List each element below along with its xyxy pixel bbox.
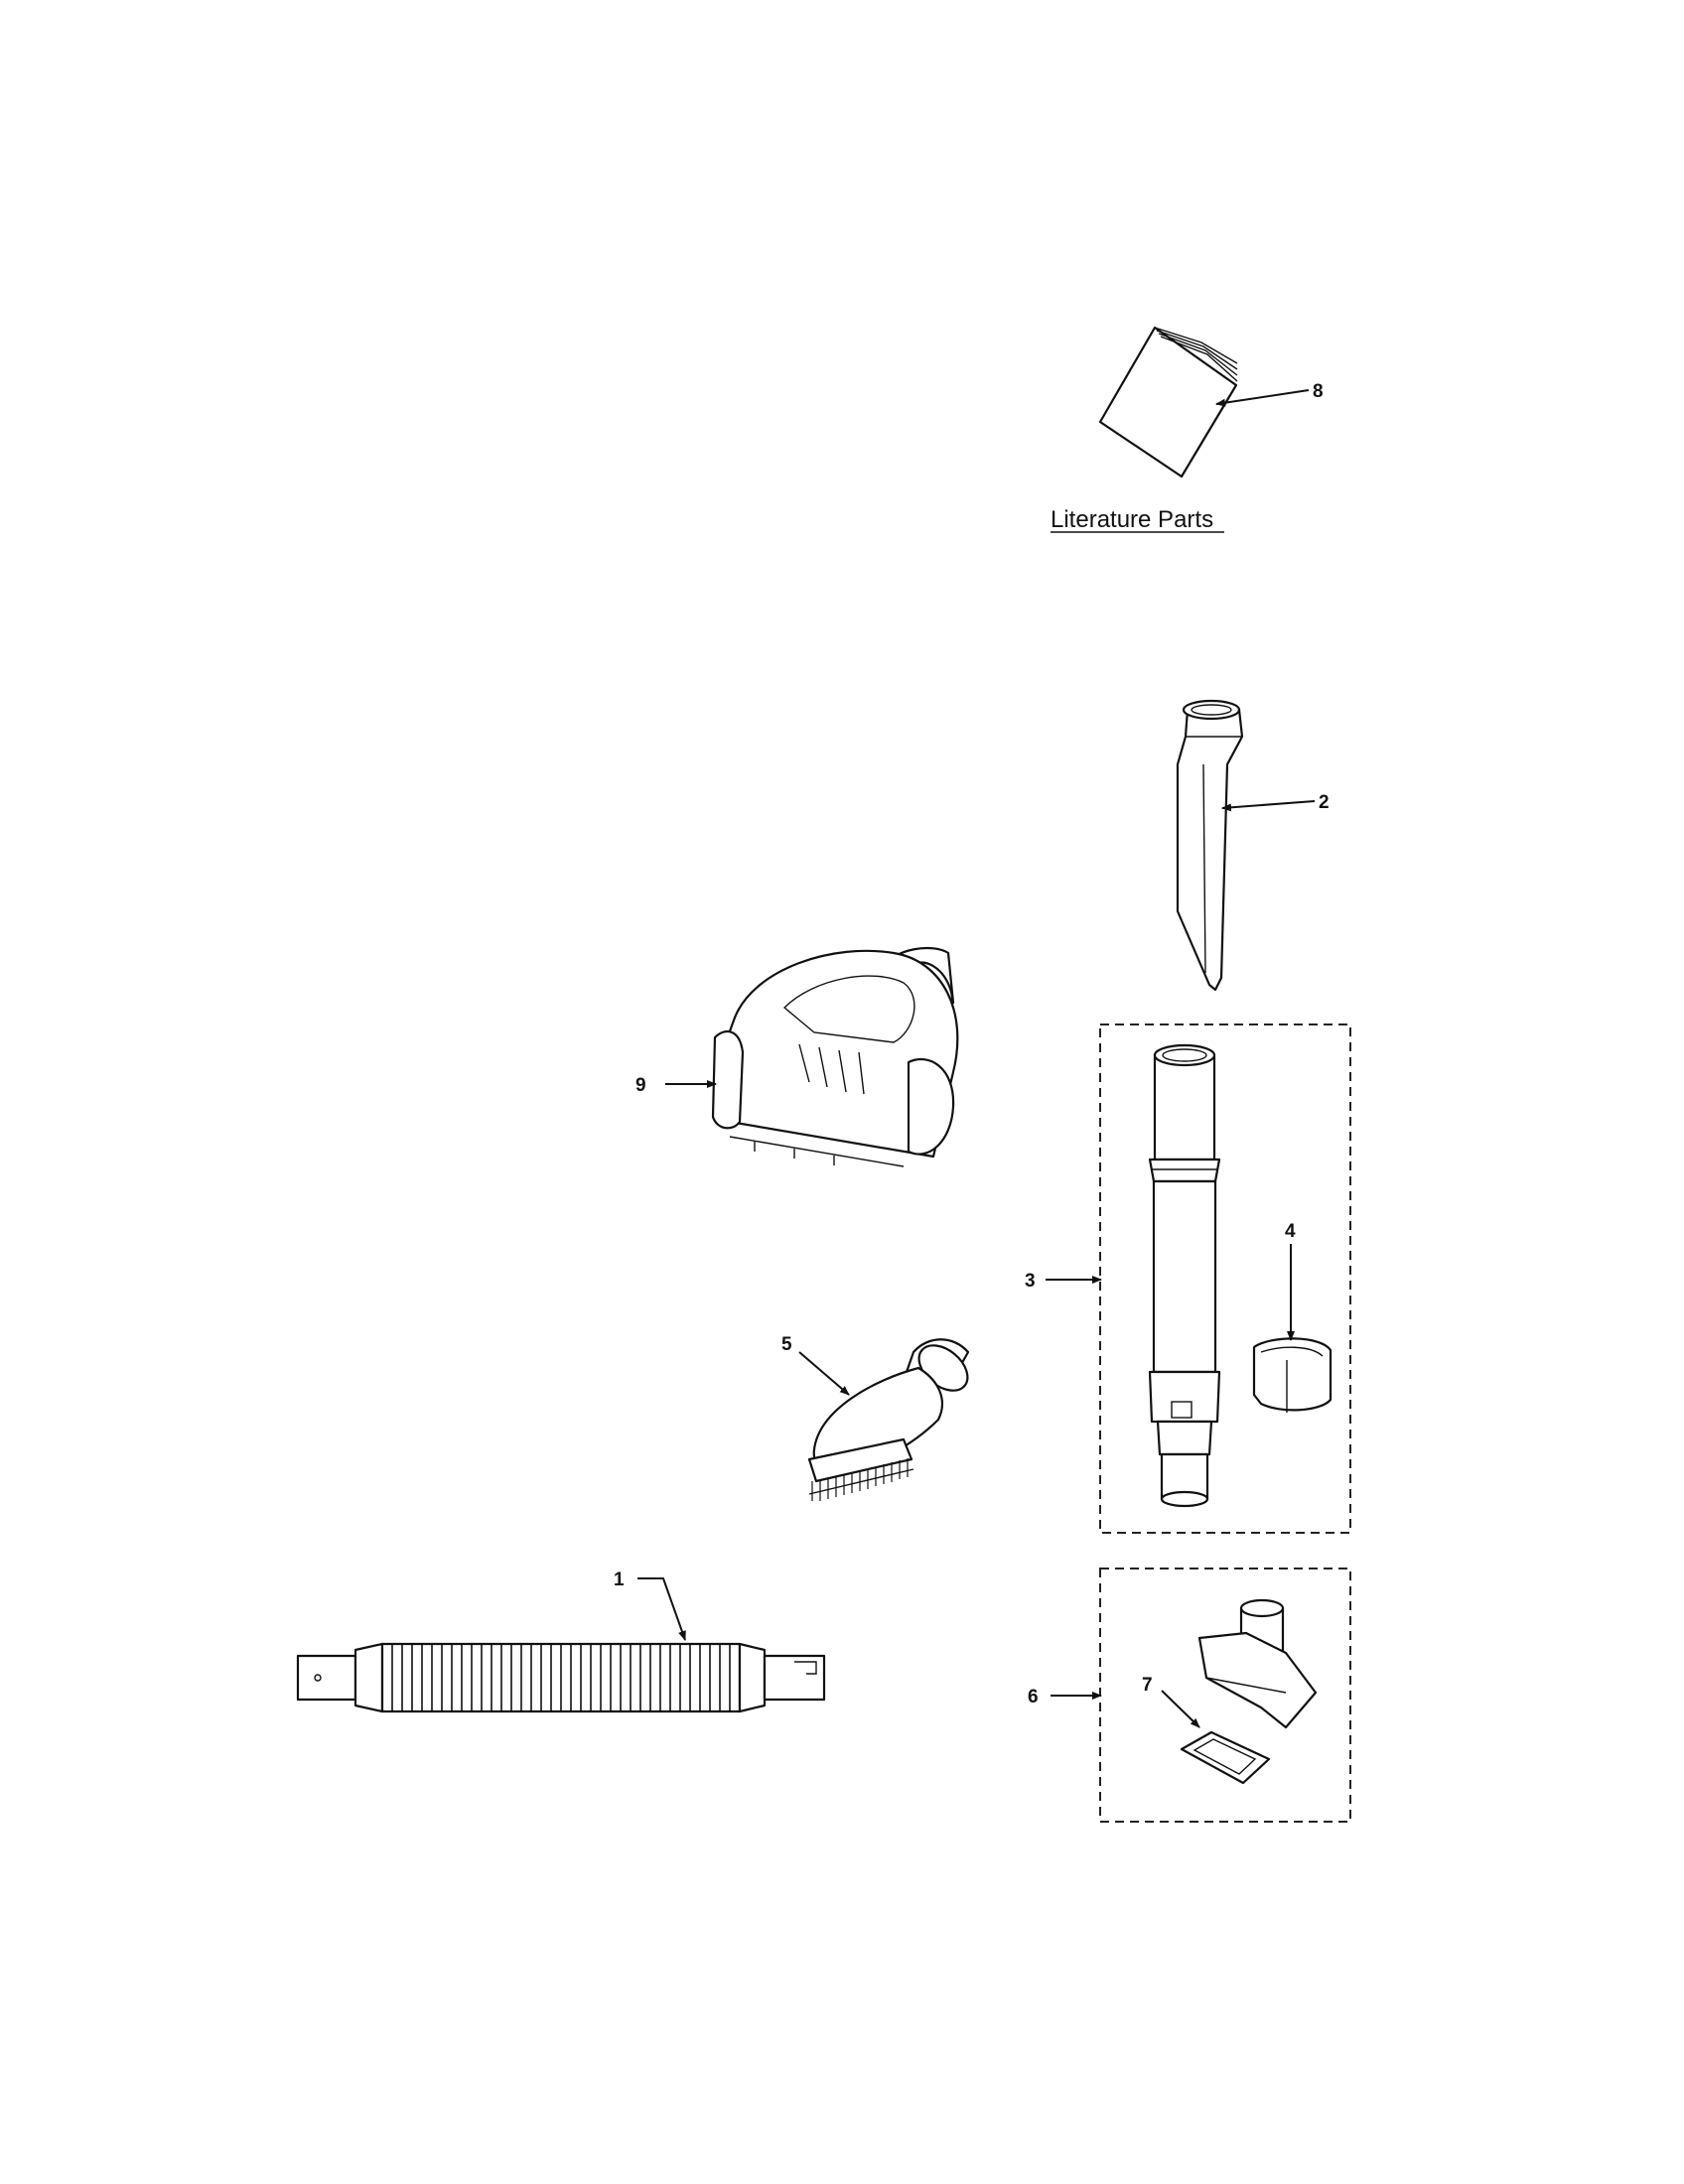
leader-5 bbox=[798, 1351, 850, 1396]
callout-3: 3 bbox=[1025, 1271, 1036, 1292]
extension-wand-drawing bbox=[1148, 1043, 1221, 1508]
wand-clip-drawing bbox=[1252, 1337, 1333, 1413]
callout-2: 2 bbox=[1319, 792, 1330, 813]
upholstery-tool-drawing bbox=[1197, 1598, 1318, 1729]
section-title: Literature Parts bbox=[1051, 506, 1213, 533]
manual-booklet-drawing bbox=[1098, 326, 1238, 478]
callout-8: 8 bbox=[1313, 381, 1324, 402]
leader-2 bbox=[1221, 800, 1316, 812]
crevice-tool-drawing bbox=[1176, 699, 1244, 992]
group-box-3-4 bbox=[1099, 1024, 1351, 1534]
callout-9: 9 bbox=[635, 1075, 646, 1096]
turbo-brush-drawing bbox=[711, 946, 959, 1167]
dusting-brush-drawing bbox=[807, 1338, 970, 1501]
leader-7 bbox=[1161, 1690, 1200, 1728]
callout-1: 1 bbox=[614, 1570, 625, 1590]
hose-drawing bbox=[296, 1642, 826, 1713]
callout-5: 5 bbox=[781, 1334, 792, 1355]
callout-4: 4 bbox=[1285, 1221, 1296, 1242]
leader-8 bbox=[1215, 389, 1310, 407]
callout-7: 7 bbox=[1142, 1675, 1153, 1696]
leader-1 bbox=[637, 1577, 686, 1641]
callout-6: 6 bbox=[1028, 1687, 1039, 1707]
brush-insert-drawing bbox=[1180, 1730, 1271, 1785]
